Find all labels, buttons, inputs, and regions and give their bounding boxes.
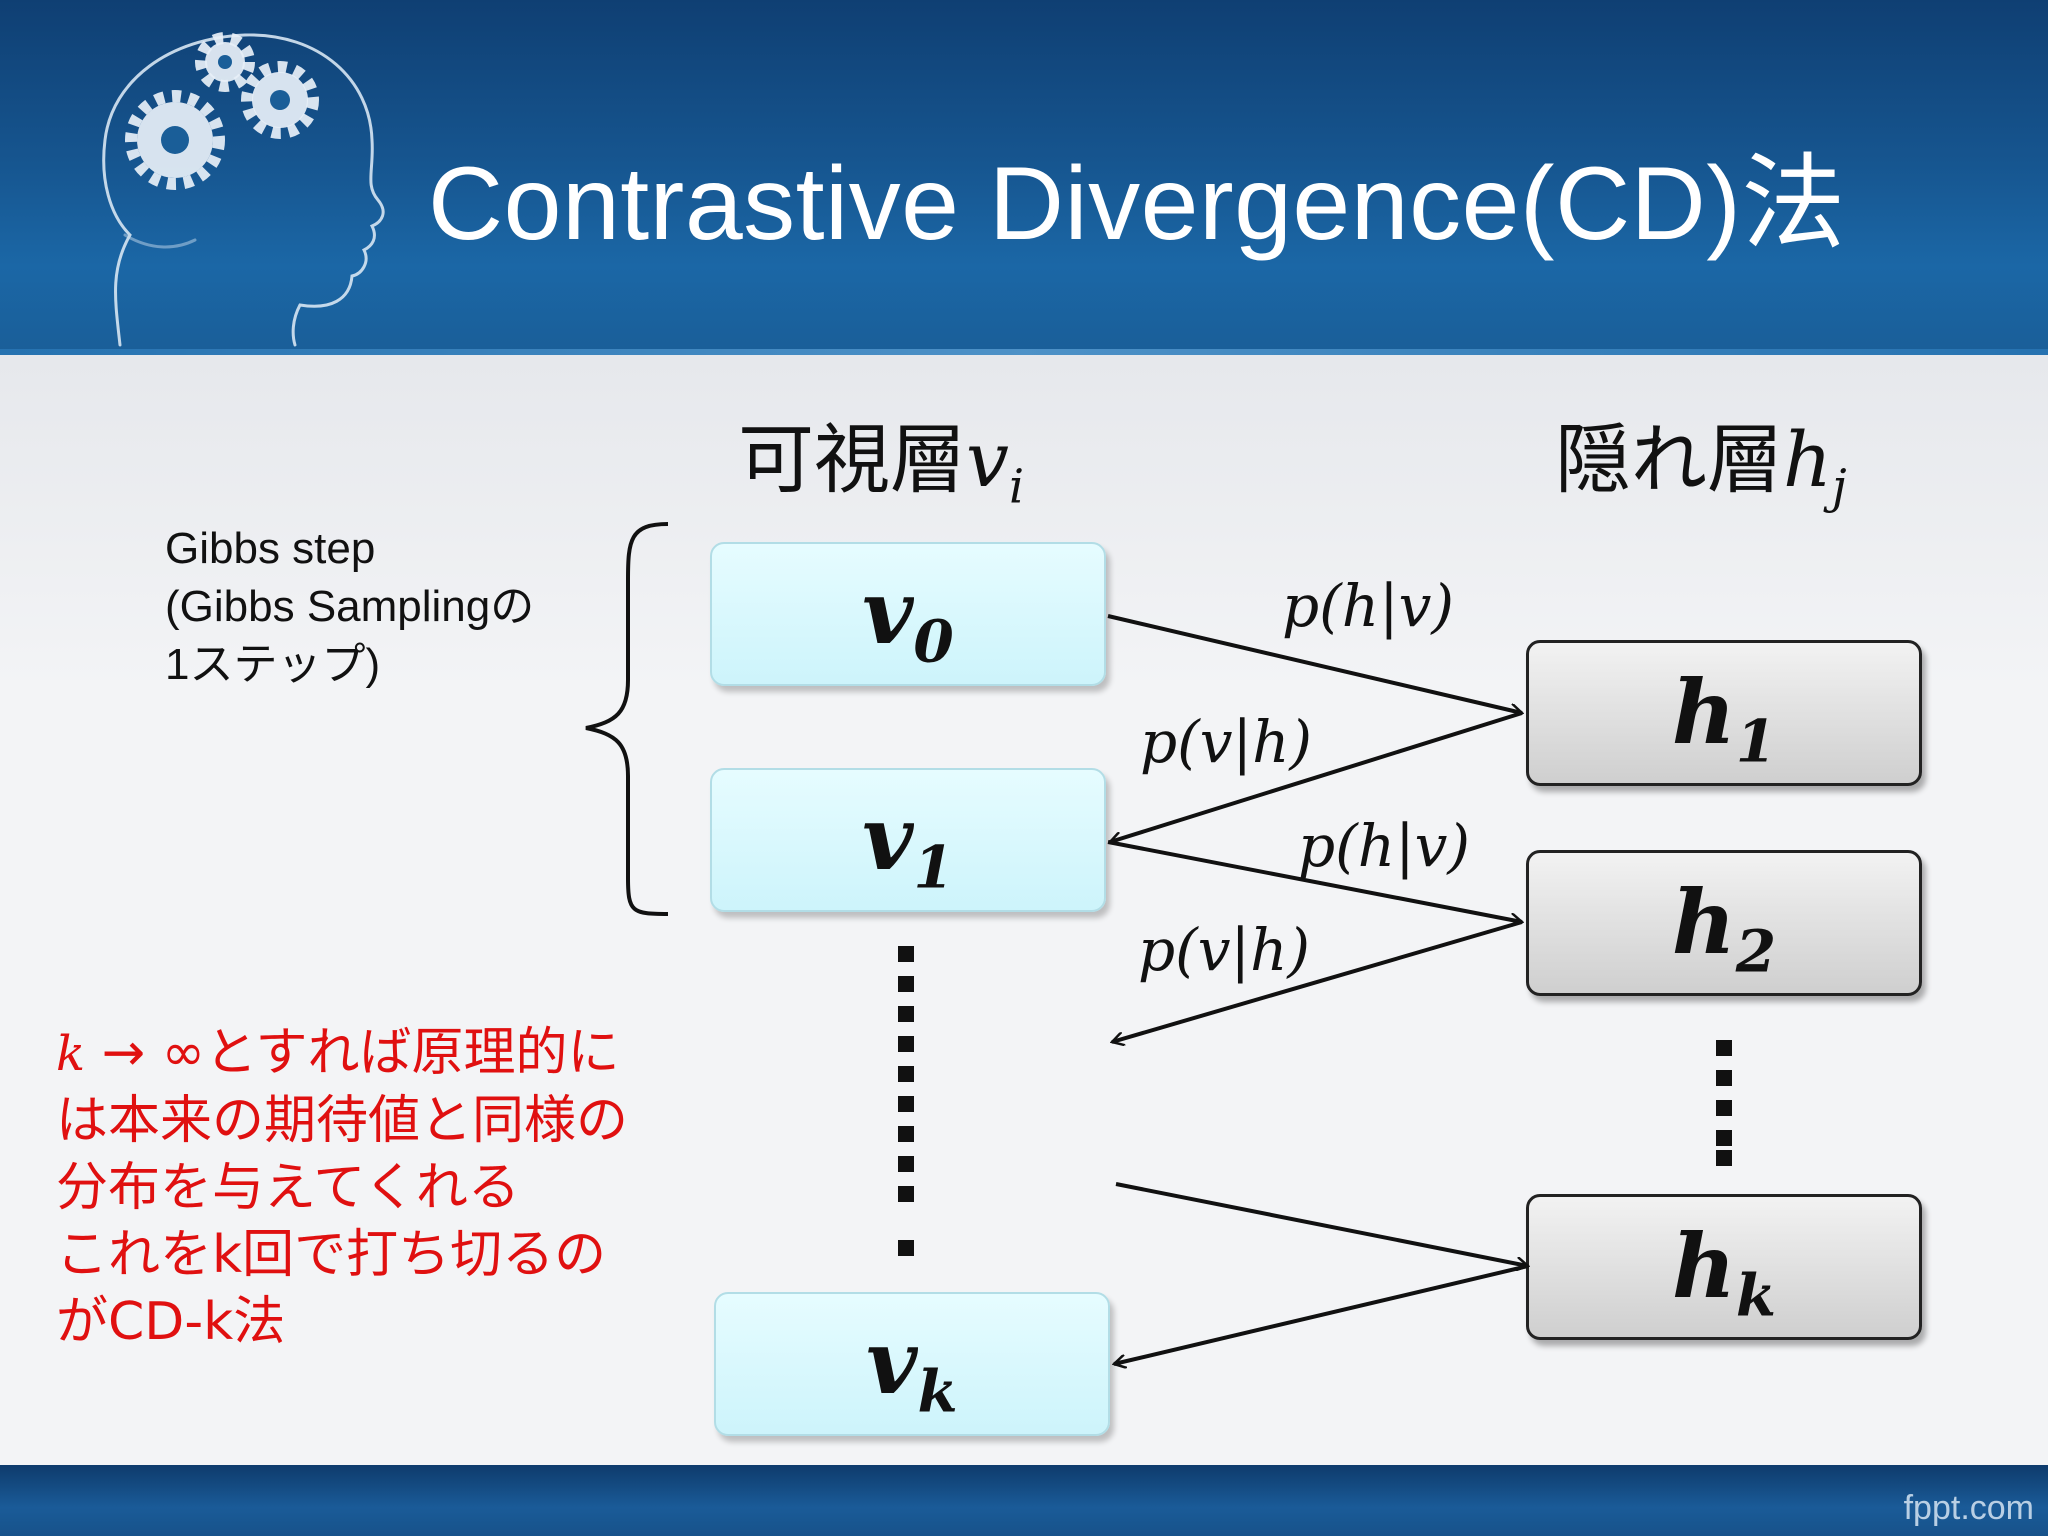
footer-bar: fppt.com [0, 1465, 2048, 1536]
visible-layer-heading: 可視層vi [738, 398, 1024, 514]
cd-k-explanation-note: k → ∞とすれば原理的に は本来の期待値と同様の 分布を与えてくれる これをk… [56, 1020, 628, 1356]
hidden-layer-heading: 隠れ層hj [1555, 398, 1847, 514]
hidden-layer-symbol: hj [1783, 415, 1847, 515]
gibbs-note-line-3: 1ステップ) [165, 640, 381, 689]
note-line-5: がCD-k法 [56, 1292, 286, 1352]
visible-node-v0: v0 [710, 542, 1106, 686]
title-banner: Contrastive Divergence(CD)法 [0, 0, 2048, 355]
edge-label-v1-h2: p(h|v) [1298, 812, 1471, 880]
hidden-node-hk: hk [1526, 1194, 1922, 1340]
visible-layer-text: 可視層 [738, 415, 966, 504]
visible-node-v1: v1 [710, 768, 1106, 912]
gibbs-note-line-1: Gibbs step [165, 524, 376, 573]
note-line-2: は本来の期待値と同様の [56, 1091, 629, 1151]
visible-layer-symbol: vi [966, 415, 1025, 515]
hidden-node-h1: h1 [1526, 640, 1922, 786]
visible-node-vk: vk [714, 1292, 1110, 1436]
note-line-1: k → ∞とすれば原理的に [56, 1023, 620, 1083]
gibbs-note-line-2: (Gibbs Samplingの [165, 582, 535, 631]
note-line-3: 分布を与えてくれる [56, 1158, 520, 1218]
gibbs-step-note: Gibbs step (Gibbs Samplingの 1ステップ) [165, 520, 534, 694]
footer-brand: fppt.com [1903, 1489, 2034, 1527]
slide-title: Contrastive Divergence(CD)法 [428, 146, 1846, 262]
head-with-gears-icon [102, 32, 385, 347]
hidden-node-h2: h2 [1526, 850, 1922, 996]
edge-label-h2-down: p(v|h) [1138, 916, 1311, 984]
edge-label-v0-h1: p(h|v) [1282, 572, 1455, 640]
note-line-4: これをk回で打ち切るの [56, 1225, 607, 1285]
edge-label-h1-v1: p(v|h) [1140, 708, 1313, 776]
hidden-layer-text: 隠れ層 [1555, 415, 1783, 504]
